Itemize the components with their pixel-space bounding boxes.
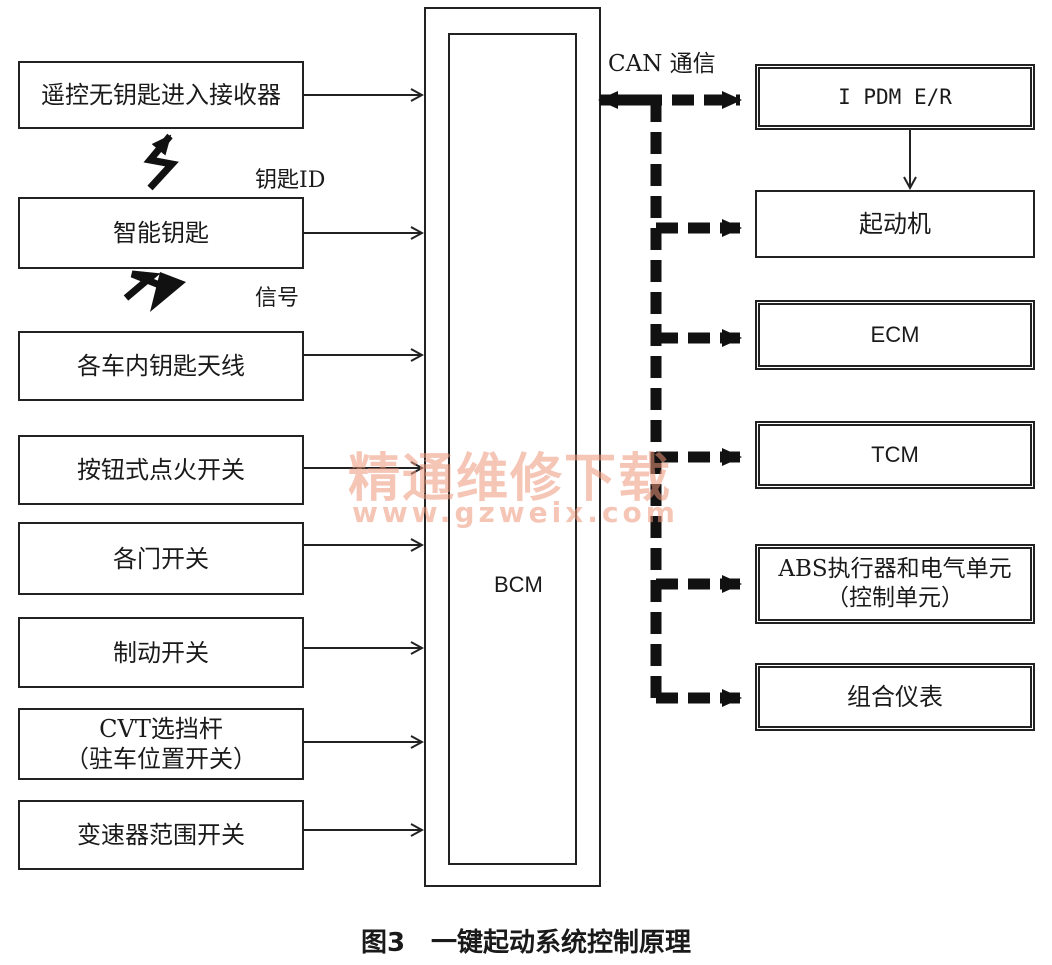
bcm-outer-frame xyxy=(424,7,601,887)
output-label: ABS执行器和电气单元 （控制单元） xyxy=(778,556,1012,611)
output-ecm: ECM xyxy=(755,300,1035,370)
input-label: 各门开关 xyxy=(113,544,209,573)
output-label: I PDM E/R xyxy=(838,84,952,109)
wireless-lower-arrowhead xyxy=(150,272,186,312)
signal-label: 信号 xyxy=(255,286,300,311)
input-cvt-shift-lever: CVT选挡杆 （驻车位置开关） xyxy=(18,708,304,780)
input-label: 遥控无钥匙进入接收器 xyxy=(41,81,281,109)
input-label: 智能钥匙 xyxy=(113,219,209,247)
input-push-button-ignition: 按钮式点火开关 xyxy=(18,435,304,505)
output-label: ECM xyxy=(870,322,920,348)
bcm-inner-frame xyxy=(448,33,577,865)
input-key-antennas: 各车内钥匙天线 xyxy=(18,331,304,401)
input-label: 按钮式点火开关 xyxy=(77,456,245,484)
input-brake-switch: 制动开关 xyxy=(18,617,304,688)
input-intelligent-key: 智能钥匙 xyxy=(18,197,304,269)
can-communication-label: CAN 通信 xyxy=(608,51,716,77)
figure-caption: 图3 一键起动系统控制原理 xyxy=(360,928,692,958)
output-starter-motor: 起动机 xyxy=(755,190,1035,258)
input-label: 制动开关 xyxy=(113,638,209,667)
bcm-label: BCM xyxy=(494,572,543,597)
output-abs-actuator: ABS执行器和电气单元 （控制单元） xyxy=(755,544,1035,624)
watermark-title: 精通维修下载 xyxy=(348,449,673,509)
output-label: 组合仪表 xyxy=(847,683,943,711)
input-transmission-range-switch: 变速器范围开关 xyxy=(18,800,304,870)
output-combination-meter: 组合仪表 xyxy=(755,663,1035,731)
output-label: 起动机 xyxy=(859,210,931,238)
input-label: CVT选挡杆 （驻车位置开关） xyxy=(65,715,257,773)
key-id-label: 钥匙ID xyxy=(255,168,326,193)
input-label: 变速器范围开关 xyxy=(77,821,245,849)
watermark-url: www.gzweix.com xyxy=(352,496,679,529)
output-ipdm-er: I PDM E/R xyxy=(755,64,1035,130)
wireless-upper-icon xyxy=(143,133,179,191)
output-label: TCM xyxy=(871,442,919,468)
input-label: 各车内钥匙天线 xyxy=(77,352,245,380)
wireless-lower-icon xyxy=(123,270,164,301)
input-door-switches: 各门开关 xyxy=(18,522,304,595)
output-tcm: TCM xyxy=(755,421,1035,489)
input-remote-keyless-receiver: 遥控无钥匙进入接收器 xyxy=(18,61,304,129)
